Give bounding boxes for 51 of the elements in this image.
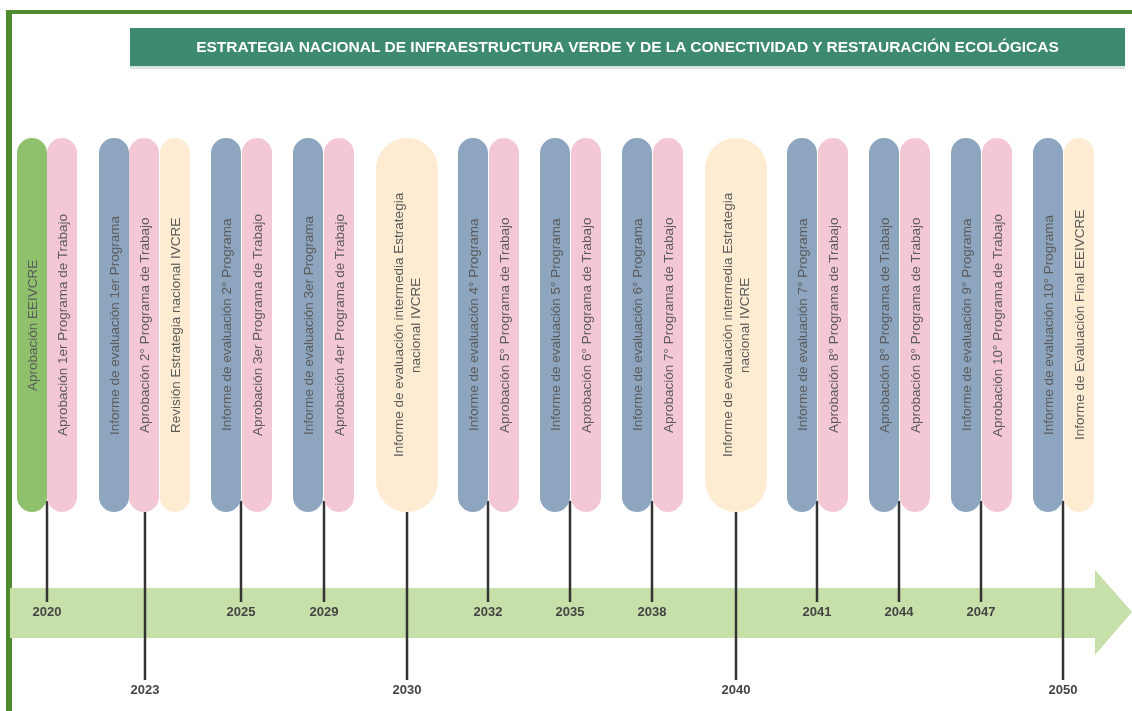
connector-line (734, 512, 738, 680)
connector-line (405, 512, 409, 680)
milestone-pill: Aprobación 2° Programa de Trabajo (129, 138, 159, 512)
milestone-pill: Informe de evaluación intermedia Estrategia nacional IVCRE (376, 138, 438, 512)
milestone-pill: Aprobación 7° Programa de Trabajo (653, 138, 683, 512)
milestone-pill: Informe de evaluación 5° Programa (540, 138, 570, 512)
milestone-pill: Aprobación 10° Programa de Trabajo (982, 138, 1012, 512)
year-label: 2044 (874, 603, 924, 621)
year-label: 2035 (545, 603, 595, 621)
connector-line (1061, 500, 1065, 680)
year-label: 2029 (299, 603, 349, 621)
connector-line (143, 511, 147, 680)
milestone-pill: Informe de evaluación 3er Programa (293, 138, 323, 512)
milestone-pill: Aprobación 8° Programa de Trabajo (869, 138, 899, 512)
milestone-pill: Aprobación 3er Programa de Trabajo (242, 138, 272, 512)
connector-line (568, 500, 572, 602)
milestone-pill: Aprobación 5° Programa de Trabajo (489, 138, 519, 512)
milestone-pill: Aprobación EEIVCRE (17, 138, 47, 512)
milestone-pill: Aprobación 8° Programa de Trabajo (818, 138, 848, 512)
year-label: 2025 (216, 603, 266, 621)
year-label: 2038 (627, 603, 677, 621)
connector-line (979, 500, 983, 602)
milestone-pill: Aprobación 4er Programa de Trabajo (324, 138, 354, 512)
milestone-pill: Informe de evaluación 2° Programa (211, 138, 241, 512)
milestone-pill: Informe de evaluación 1er Programa (99, 138, 129, 512)
year-label: 2050 (1038, 681, 1088, 699)
milestone-pill: Informe de evaluación intermedia Estrategia nacional IVCRE (705, 138, 767, 512)
milestone-pill: Informe de evaluación 7° Programa (787, 138, 817, 512)
year-label: 2041 (792, 603, 842, 621)
connector-line (239, 500, 243, 602)
milestone-pill: Aprobación 1er Programa de Trabajo (47, 138, 77, 512)
milestone-pill: Informe de evaluación 9° Programa (951, 138, 981, 512)
year-label: 2032 (463, 603, 513, 621)
connector-line (650, 500, 654, 602)
milestone-pill: Revisión Estrategia nacional IVCRE (160, 138, 190, 512)
connector-line (897, 500, 901, 602)
milestone-pill: Informe de Evaluación Final EEIVCRE (1064, 138, 1094, 512)
title-banner: ESTRATEGIA NACIONAL DE INFRAESTRUCTURA VERDE Y DE LA CONECTIVIDAD Y RESTAURACIÓN ECOLÓGICAS (130, 28, 1125, 66)
year-label: 2020 (22, 603, 72, 621)
year-label: 2030 (382, 681, 432, 699)
milestone-pill: Aprobación 9° Programa de Trabajo (900, 138, 930, 512)
milestone-pill: Informe de evaluación 6° Programa (622, 138, 652, 512)
year-label: 2040 (711, 681, 761, 699)
connector-line (486, 500, 490, 602)
year-label: 2023 (120, 681, 170, 699)
connector-line (815, 500, 819, 602)
milestone-pill: Aprobación 6° Programa de Trabajo (571, 138, 601, 512)
milestone-pill: Informe de evaluación 4° Programa (458, 138, 488, 512)
year-label: 2047 (956, 603, 1006, 621)
milestone-pill: Informe de evaluación 10° Programa (1033, 138, 1063, 512)
connector-line (322, 500, 326, 602)
